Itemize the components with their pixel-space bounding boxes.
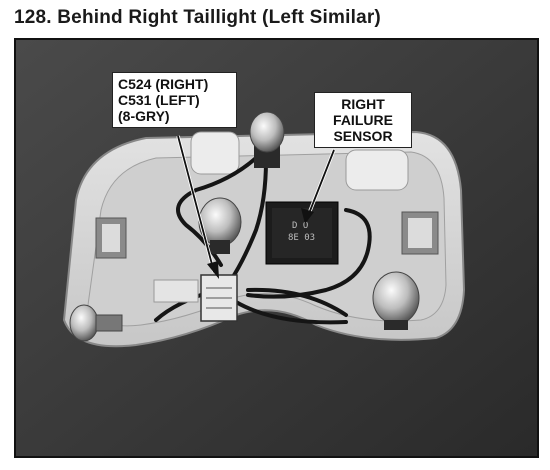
upper-left-pad xyxy=(190,131,240,175)
connector-callout-line-2: C531 (LEFT) xyxy=(118,92,200,108)
taillight-photo: D O 8E 03 C524 (RIGHT) C531 (LEFT) (8-GR… xyxy=(14,38,539,458)
sensor-callout: RIGHT FAILURE SENSOR xyxy=(314,92,412,148)
harness-clip xyxy=(153,279,199,303)
taillight-illustration: D O 8E 03 xyxy=(16,40,537,456)
center-bulb xyxy=(198,197,242,254)
lower-right-bulb xyxy=(372,271,420,330)
connector-c524 xyxy=(200,274,238,322)
sensor-leader-line xyxy=(307,149,335,217)
connector-callout-line-3: (8-GRY) xyxy=(118,108,170,124)
connector-callout-line-1: C524 (RIGHT) xyxy=(118,76,209,92)
upper-bulb xyxy=(249,111,285,168)
connector-leader-line xyxy=(177,135,215,273)
page-title: 128. Behind Right Taillight (Left Simila… xyxy=(14,7,381,28)
upper-right-pad xyxy=(345,149,409,191)
lower-left-bulb xyxy=(69,304,123,342)
sensor-marking-line1: D O xyxy=(292,221,308,231)
connector-callout: C524 (RIGHT) C531 (LEFT) (8-GRY) xyxy=(112,72,237,128)
sensor-callout-line-1: RIGHT xyxy=(341,96,385,112)
sensor-leader-arrow xyxy=(301,208,314,224)
left-socket-insert xyxy=(102,224,120,252)
sensor-callout-line-2: FAILURE xyxy=(333,112,393,128)
connector-leader-arrow xyxy=(207,261,219,279)
failure-sensor-module: D O 8E 03 xyxy=(265,201,339,265)
right-socket-insert xyxy=(408,218,432,248)
sensor-marking-line2: 8E 03 xyxy=(288,233,315,243)
sensor-callout-line-3: SENSOR xyxy=(333,128,393,144)
